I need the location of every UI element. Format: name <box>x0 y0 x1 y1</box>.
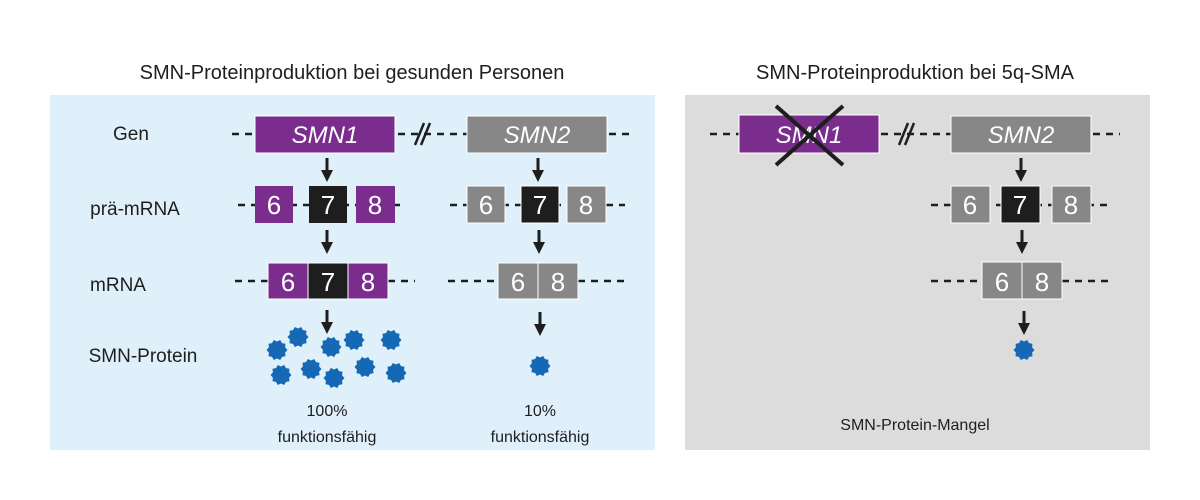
exon-6: 6 <box>995 267 1009 297</box>
row-label-gen: Gen <box>113 124 149 145</box>
exon-7: 7 <box>321 190 335 220</box>
break-icon <box>413 122 432 146</box>
exon-6: 6 <box>511 267 525 297</box>
row-label-protein: SMN-Protein <box>89 346 198 367</box>
smn-protein-icon <box>354 357 376 377</box>
smn-protein-icon <box>380 330 402 350</box>
smn2-gene-label: SMN2 <box>504 122 571 149</box>
smn2-percent: 10% <box>524 403 556 420</box>
exon-6: 6 <box>479 190 493 220</box>
sma-panel <box>685 95 1150 450</box>
exon-8: 8 <box>579 190 593 220</box>
exon-8: 8 <box>361 267 375 297</box>
smn2-pre-mrna: 6 7 8 <box>466 185 607 224</box>
break-icon <box>897 122 916 146</box>
exon-7: 7 <box>321 267 335 297</box>
exon-7: 7 <box>1013 190 1027 220</box>
exon-6: 6 <box>281 267 295 297</box>
exon-8: 8 <box>551 267 565 297</box>
smn1-gene-label: SMN1 <box>292 122 359 149</box>
healthy-title: SMN-Proteinproduktion bei gesunden Perso… <box>140 62 565 84</box>
smn1-percent: 100% <box>307 403 348 420</box>
exon-8: 8 <box>1064 190 1078 220</box>
sma-smn2-pre-mrna: 6 7 8 <box>950 185 1092 224</box>
smn1-gene-box <box>254 115 396 154</box>
smn2-proteins <box>529 356 551 376</box>
smn-protein-icon <box>270 365 292 385</box>
smn1-proteins <box>266 327 407 388</box>
smn-protein-icon <box>266 340 288 360</box>
sma-smn2-mrna: 6 8 <box>981 261 1063 300</box>
exon-6: 6 <box>267 190 281 220</box>
smn1-caption: funktionsfähig <box>278 429 377 446</box>
smn-protein-icon <box>300 359 322 379</box>
smn1-mrna: 6 7 8 <box>267 262 389 300</box>
smn1-pre-mrna: 6 7 8 <box>255 186 395 223</box>
sma-caption: SMN-Protein-Mangel <box>840 417 989 434</box>
exon-7: 7 <box>533 190 547 220</box>
smn2-gene-box <box>466 115 608 154</box>
smn2-mrna: 6 8 <box>497 262 579 300</box>
row-label-mrna: mRNA <box>90 275 146 296</box>
deletion-cross-icon <box>774 104 845 167</box>
smn-protein-icon <box>323 368 345 388</box>
sma-proteins <box>1013 340 1035 360</box>
row-label-pre-mrna: prä-mRNA <box>90 199 180 220</box>
smn-protein-icon <box>385 363 407 383</box>
smn-protein-icon <box>529 356 551 376</box>
smn-protein-icon <box>287 327 309 347</box>
exon-8: 8 <box>1035 267 1049 297</box>
exon-6: 6 <box>963 190 977 220</box>
smn-protein-icon <box>343 330 365 350</box>
smn2-gene-box <box>950 115 1092 154</box>
smn2-gene-label: SMN2 <box>988 122 1055 149</box>
sma-title: SMN-Proteinproduktion bei 5q-SMA <box>756 62 1075 84</box>
smn-protein-icon <box>1013 340 1035 360</box>
exon-8: 8 <box>368 190 382 220</box>
smn-protein-icon <box>320 337 342 357</box>
smn2-caption: funktionsfähig <box>491 429 590 446</box>
